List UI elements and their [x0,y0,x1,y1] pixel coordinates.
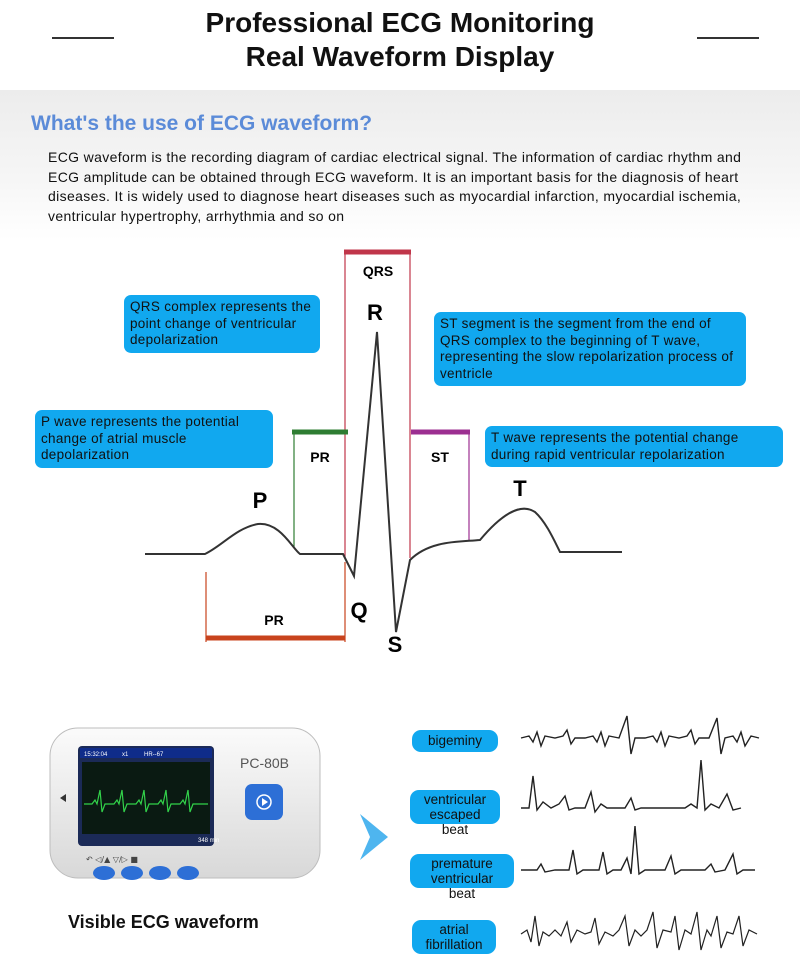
qrs-bracket: QRS [344,249,411,558]
st-bracket: ST [411,429,470,540]
rhythm-label-atrial-fibrillation: atrial fibrillation [412,920,496,954]
pr-upper-bracket: PR [292,429,348,548]
q-wave-label: Q [350,598,367,623]
pr-lower-bracket: PR [205,562,346,642]
p-bubble: P wave represents the potential change o… [35,410,273,468]
screen-hr: HR--67 [144,752,164,758]
intro-body: ECG waveform is the recording diagram of… [48,149,742,224]
device-caption: Visible ECG waveform [68,912,259,932]
rhythm-label-ventricular-escaped-beat: ventricular escaped beat [410,790,500,837]
t-bubble: T wave represents the potential change d… [485,426,783,467]
device-button-1[interactable] [93,866,115,880]
intro-heading: What's the use of ECG waveform? [31,112,373,135]
pr-upper-label: PR [310,449,329,465]
qrs-bubble: QRS complex represents the point change … [124,295,320,353]
ventricular-escaped-beat-trace [521,759,742,814]
header-title-line1: Professional ECG Monitoring [205,7,595,38]
device-button-2[interactable] [121,866,143,880]
ecg-monitor-device: 15:32:04 x1 HR--67 348 min PC-80B ↶ ◁/▲ … [49,727,321,880]
atrial-fibrillation-trace [520,911,758,951]
rhythm-label-premature-ventricular-beat: premature ventricular beat [410,854,514,901]
device-model: PC-80B [240,755,289,771]
st-bubble: ST segment is the segment from the end o… [434,312,746,386]
t-wave-label: T [513,476,527,501]
ecg-diagram-svg: QRS PR ST PR P R Q S T [145,249,622,657]
screen-ecg-trace [84,789,208,813]
header-divider-right [697,37,759,39]
lower-section: 15:32:04 x1 HR--67 348 min PC-80B ↶ ◁/▲ … [0,680,800,978]
screen-time: 15:32:04 [84,752,108,758]
screen-footer-time: 348 min [198,838,219,844]
rhythm-traces [520,715,760,951]
st-label: ST [431,449,449,465]
chevron-right-icon [360,814,388,860]
screen-mode: x1 [122,752,129,758]
play-icon-ring [256,794,272,810]
intro-section: What's the use of ECG waveform? ECG wave… [0,90,800,240]
bigeminy-trace [520,715,760,755]
play-icon [262,798,268,806]
p-wave-label: P [253,488,268,513]
header-title-line2: Real Waveform Display [245,41,555,72]
screen-status-bar [80,748,212,758]
device-button-3[interactable] [149,866,171,880]
rhythm-label-bigeminy: bigeminy [412,730,498,752]
left-arrow-icon [60,794,66,802]
qrs-label: QRS [363,263,393,279]
header-divider-left [52,37,114,39]
ecg-trace [145,331,622,633]
r-wave-label: R [367,300,383,325]
premature-ventricular-beat-trace [521,825,755,876]
ecg-diagram: QRS PR ST PR P R Q S T QRS complex repre… [0,240,800,680]
header: Professional ECG Monitoring Real Wavefor… [0,0,800,90]
pr-lower-label: PR [264,612,283,628]
device-button-4[interactable] [177,866,199,880]
s-wave-label: S [388,632,403,657]
button-icons-row: ↶ ◁/▲ ▽/▷ ■ [85,855,138,864]
